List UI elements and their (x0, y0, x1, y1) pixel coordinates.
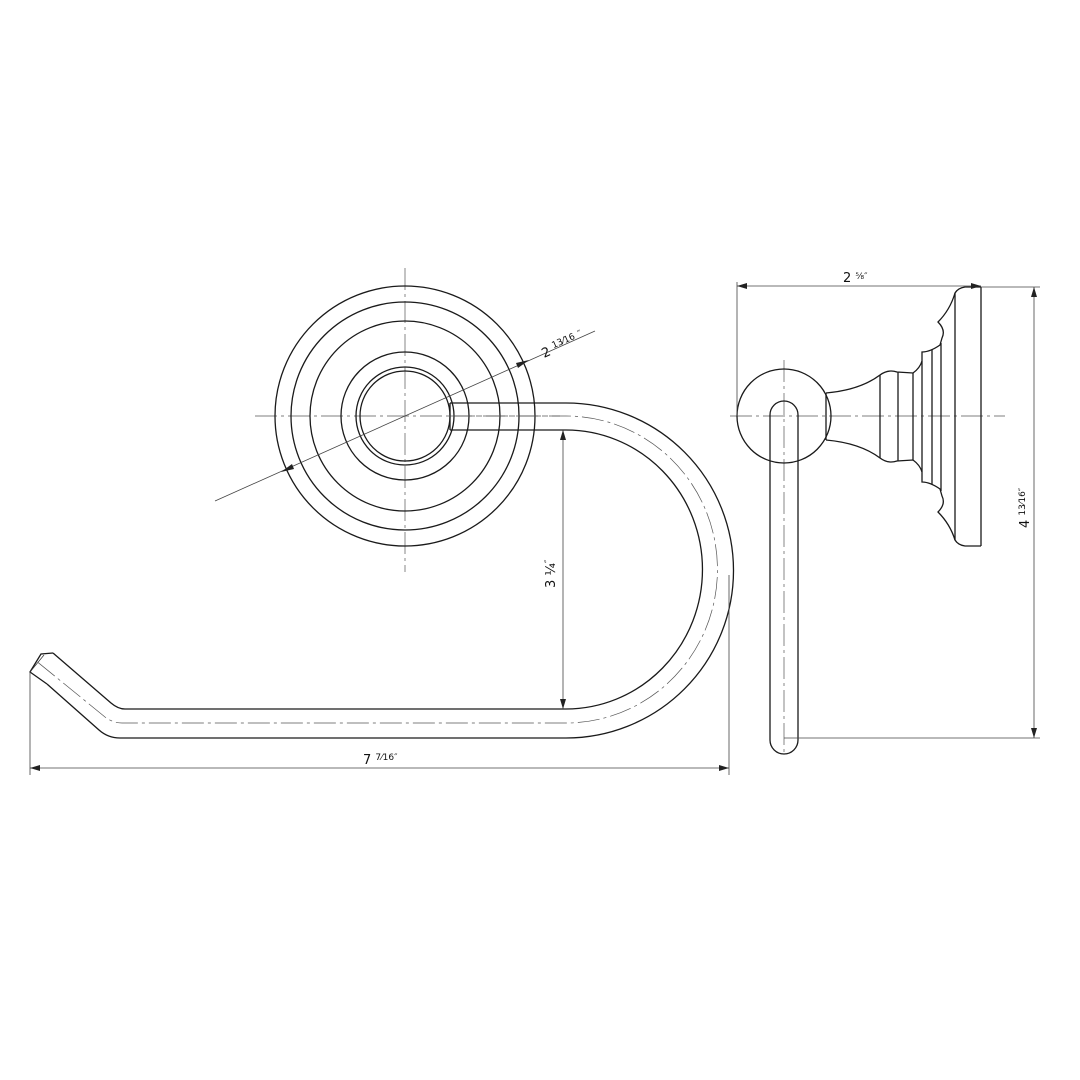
rod (769, 400, 799, 755)
projection-dimension: 2 ⅝″ (736, 271, 981, 416)
side-view: 2 ⅝″ 4 13⁄16″ (730, 271, 1040, 756)
holder-arm (29, 402, 735, 739)
arm-drop-label: 3 ¼″ (544, 559, 559, 588)
overall-width-label: 7 7⁄16″ (363, 753, 398, 768)
overall-height-label: 4 13⁄16″ (1018, 487, 1033, 528)
projection-label: 2 ⅝″ (843, 271, 868, 286)
front-view: 2 13⁄16 ″ 3 ¼″ 7 7⁄16″ (29, 268, 735, 775)
overall-height-dimension: 4 13⁄16″ (784, 286, 1040, 739)
rosette-diameter-label: 2 13⁄16 ″ (537, 325, 586, 362)
arm-drop-dimension: 3 ¼″ (544, 430, 566, 709)
stem (825, 286, 982, 547)
overall-width-dimension: 7 7⁄16″ (29, 575, 730, 775)
